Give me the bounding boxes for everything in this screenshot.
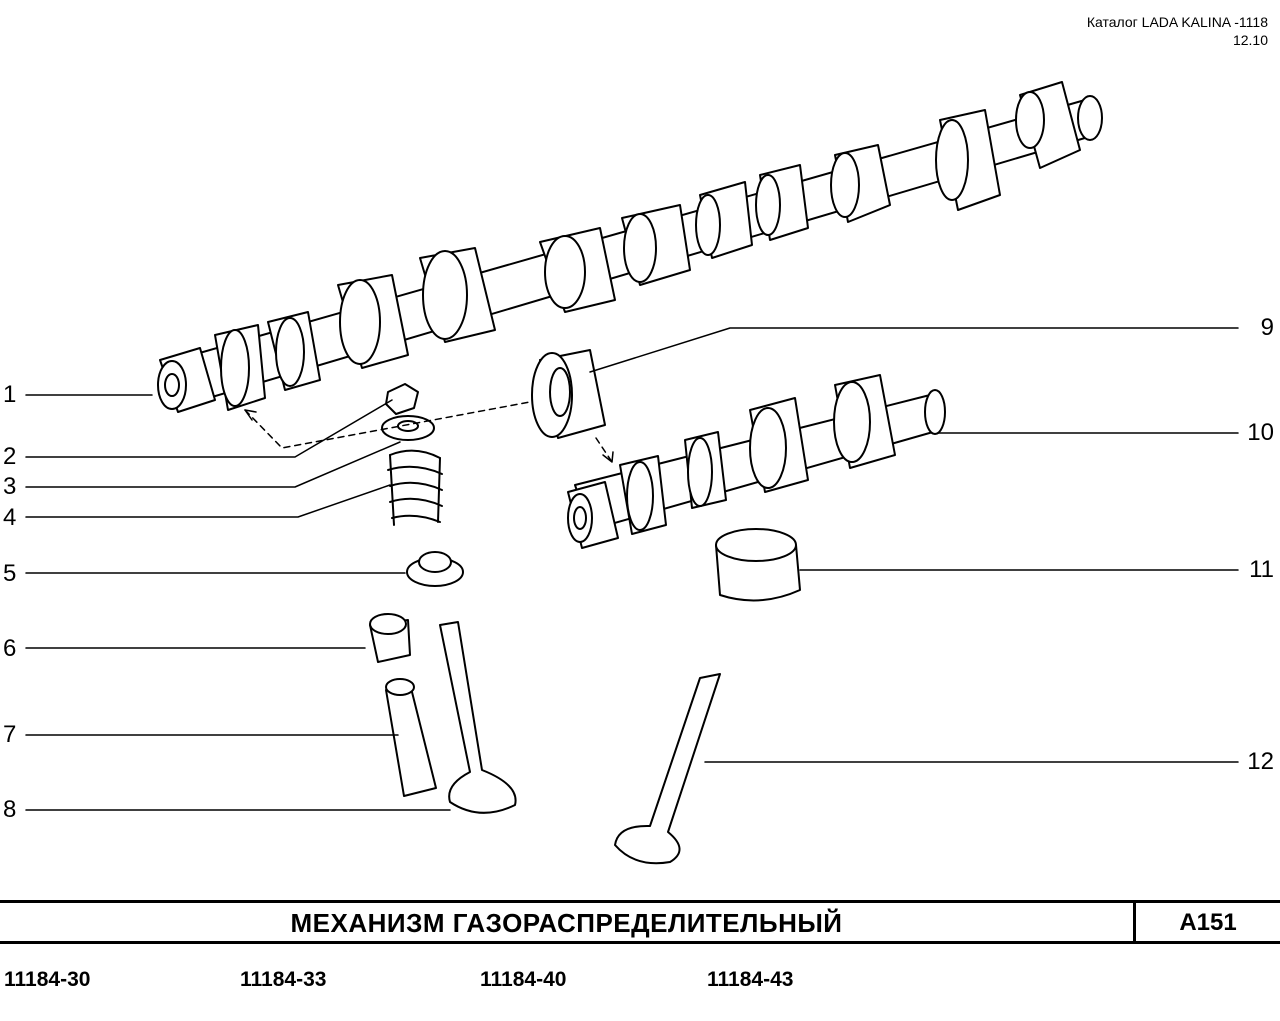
- callout-12: 12: [1247, 748, 1274, 775]
- footer-separator: [1133, 900, 1136, 944]
- spring-seat: [406, 551, 464, 587]
- model-code: 11184-33: [240, 968, 327, 991]
- callout-3: 3: [3, 473, 17, 500]
- oil-seal: [531, 349, 606, 439]
- model-code: 11184-40: [480, 968, 567, 991]
- model-code: 11184-43: [707, 968, 794, 991]
- section-code: А151: [1179, 909, 1237, 936]
- callout-7: 7: [3, 721, 17, 748]
- callout-5: 5: [3, 560, 17, 587]
- callout-4: 4: [3, 504, 17, 531]
- valve-guide: [385, 678, 437, 797]
- page-title: МЕХАНИЗМ ГАЗОРАСПРЕДЕЛИТЕЛЬНЫЙ: [290, 908, 843, 938]
- assembly-lines: [244, 401, 613, 463]
- camshaft-short: [567, 374, 946, 549]
- arrow-head-2: [602, 451, 614, 463]
- callout-9: 9: [1260, 314, 1274, 341]
- valve-stem-seal: [369, 613, 411, 663]
- callout-11: 11: [1249, 556, 1274, 583]
- tappet: [715, 528, 801, 602]
- spring-retainer: [381, 415, 435, 441]
- leader-lines: [25, 327, 1239, 811]
- valve-keeper: [385, 383, 419, 415]
- footer-rule-bottom: [0, 941, 1280, 944]
- intake-valve: [439, 621, 517, 814]
- model-code: 11184-30: [4, 968, 91, 991]
- callout-2: 2: [3, 443, 17, 470]
- arrow-head-1: [244, 409, 257, 421]
- valve-spring: [387, 449, 443, 526]
- catalog-date: 12.10: [1232, 32, 1268, 48]
- camshaft-long: [157, 81, 1103, 413]
- callout-1: 1: [3, 381, 17, 408]
- exploded-parts-drawing: [25, 81, 1239, 865]
- exhaust-valve: [614, 673, 721, 865]
- callout-10: 10: [1247, 419, 1274, 446]
- footer-rule-top: [0, 900, 1280, 903]
- catalog-title: Каталог LADA KALINA -1118: [1086, 14, 1268, 30]
- callout-8: 8: [3, 796, 17, 823]
- callout-6: 6: [3, 635, 17, 662]
